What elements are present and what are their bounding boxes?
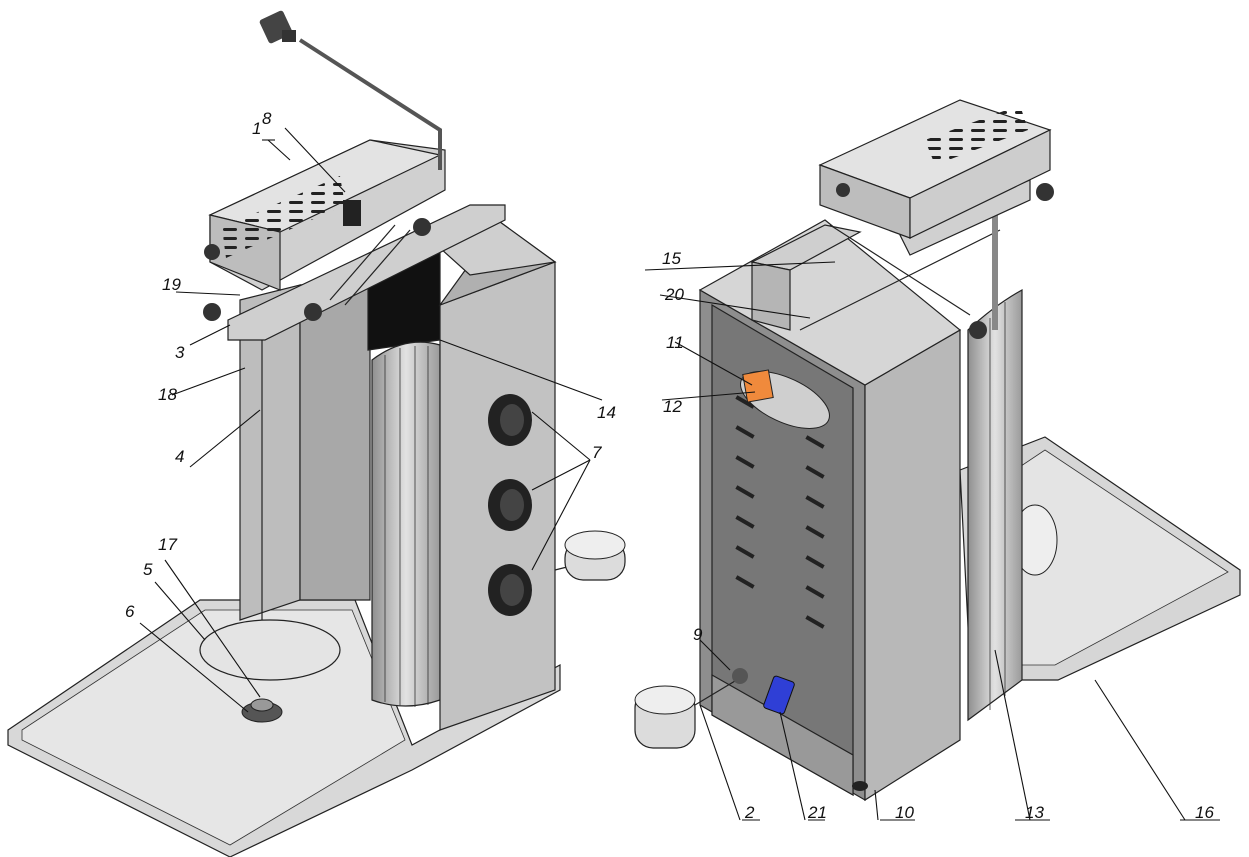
callout-labels: 1 8 19 3 18 4 17 5 6 14 7 15 20 11 12 9 … — [125, 109, 1214, 822]
right-relay-block — [742, 369, 774, 403]
left-bottom-plate — [199, 619, 341, 681]
right-pivot-knob[interactable] — [969, 321, 987, 339]
left-motor-housing — [208, 139, 446, 291]
callout-6: 6 — [125, 602, 135, 621]
left-drive-coupling — [241, 698, 283, 723]
left-top-bracket — [227, 204, 506, 341]
callout-7: 7 — [592, 443, 602, 462]
left-power-plug — [259, 10, 296, 44]
callout-13: 13 — [1025, 803, 1044, 822]
callout-4: 4 — [175, 447, 184, 466]
callout-10: 10 — [895, 803, 914, 822]
left-bracket-knob-2[interactable] — [304, 303, 322, 321]
burner-knob-middle[interactable] — [488, 479, 532, 531]
right-foot — [852, 781, 868, 791]
left-heat-shield — [371, 341, 441, 707]
callout-15: 15 — [662, 249, 681, 268]
right-heat-shield — [967, 288, 1023, 722]
callout-18: 18 — [158, 385, 177, 404]
left-bracket-knob-4[interactable] — [204, 244, 220, 260]
callout-19: 19 — [162, 275, 181, 294]
burner-knob-top[interactable] — [488, 394, 532, 446]
burner-knob-bottom[interactable] — [488, 564, 532, 616]
callout-21: 21 — [807, 803, 827, 822]
right-motor-housing — [818, 99, 1052, 239]
left-bracket-knob-1[interactable] — [203, 303, 221, 321]
right-bracket-knob[interactable] — [1036, 183, 1054, 201]
callout-3: 3 — [175, 343, 185, 362]
right-back-vent-slots — [735, 395, 825, 629]
leader-lines — [139, 127, 1220, 821]
callout-20: 20 — [664, 285, 684, 304]
callout-17: 17 — [158, 535, 177, 554]
callout-14: 14 — [597, 403, 616, 422]
callout-1: 1 — [252, 119, 261, 138]
right-lower-panel — [711, 673, 854, 797]
callout-11: 11 — [666, 333, 684, 352]
left-power-cord — [298, 38, 442, 170]
right-power-switch[interactable] — [763, 675, 795, 715]
left-view-machine — [7, 10, 626, 857]
callout-12: 12 — [663, 397, 682, 416]
callout-5: 5 — [143, 560, 153, 579]
left-label-plate — [343, 200, 361, 226]
left-counterweight — [554, 530, 626, 581]
right-body-side-panel — [864, 328, 961, 802]
callout-9: 9 — [693, 625, 703, 644]
callout-2: 2 — [744, 803, 755, 822]
right-counterweight — [634, 668, 748, 749]
callout-16: 16 — [1195, 803, 1214, 822]
right-view-machine — [634, 99, 1241, 802]
left-bracket-knob-3[interactable] — [413, 218, 431, 236]
callout-8: 8 — [262, 109, 272, 128]
